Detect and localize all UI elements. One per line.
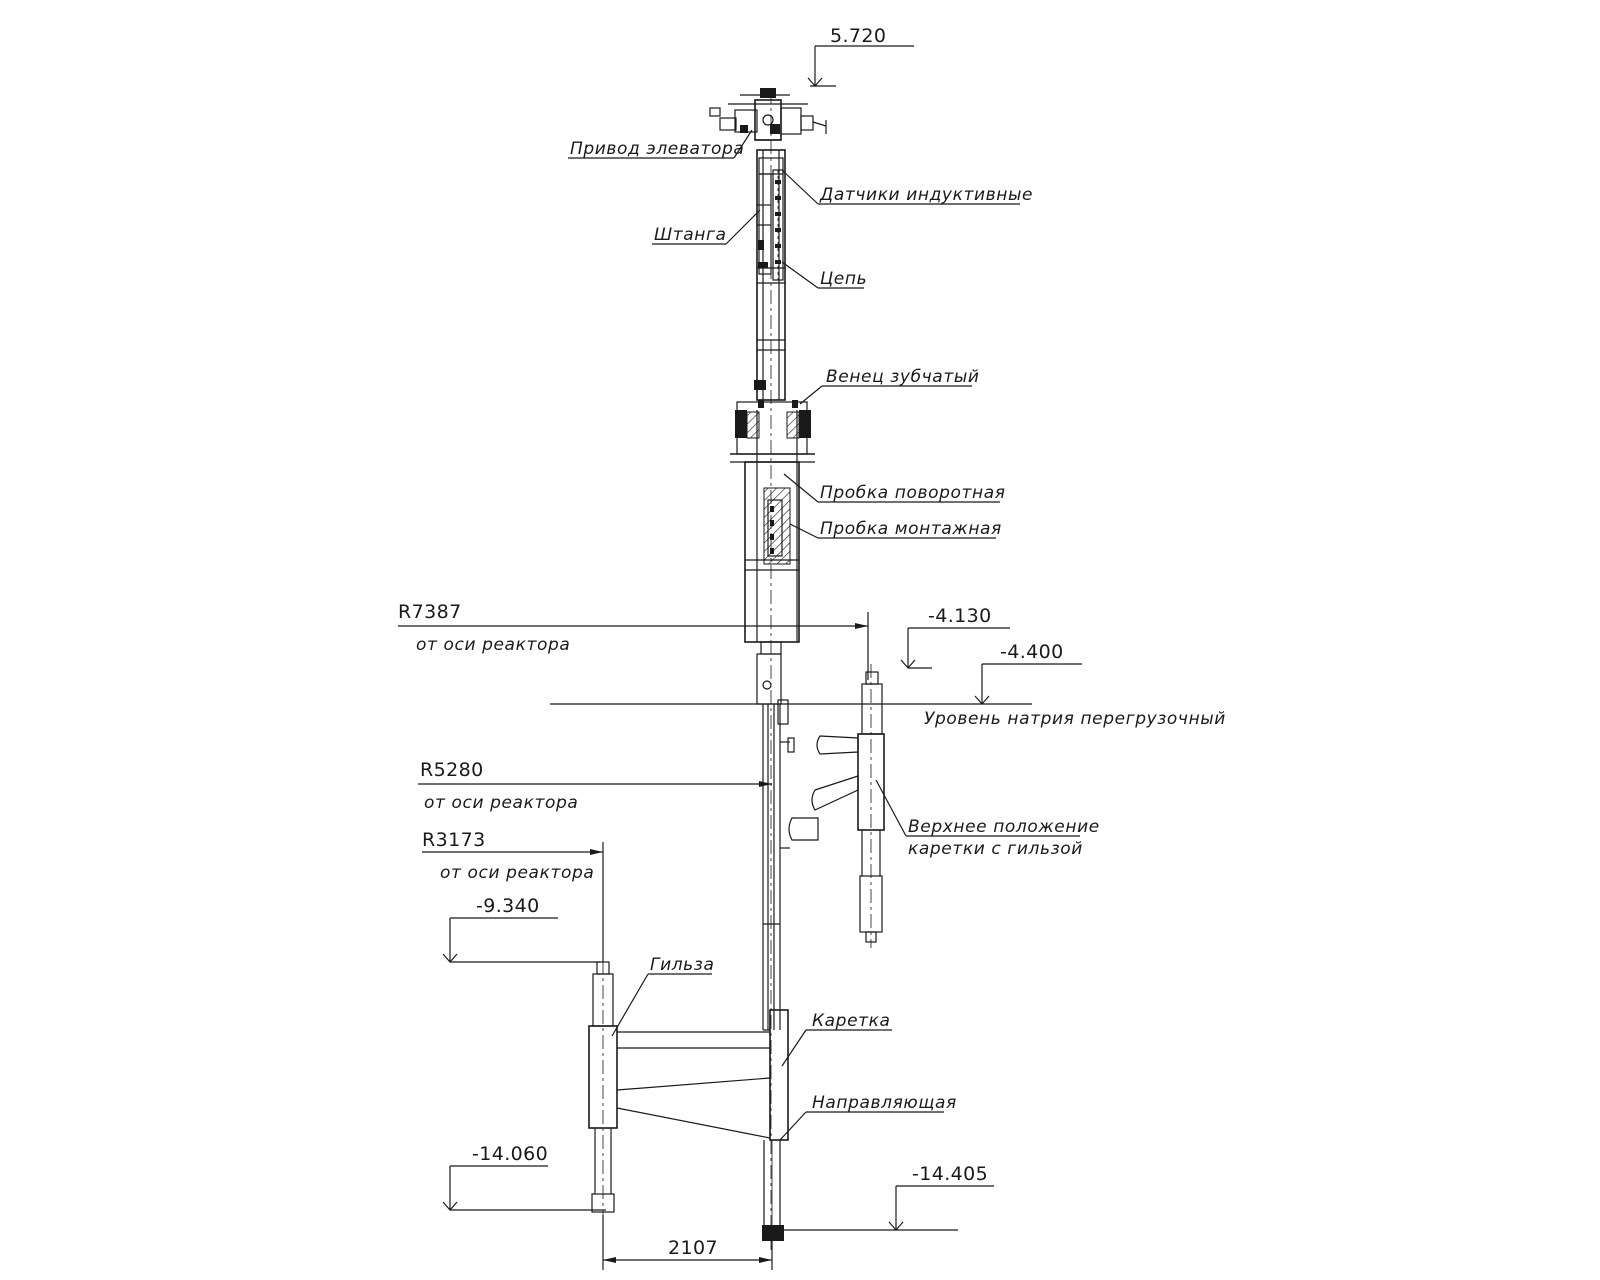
radius-r5280-value: R5280 xyxy=(420,759,484,781)
elevation-top-value: 5.720 xyxy=(830,25,886,47)
elevation-14060: -14.060 xyxy=(442,1143,606,1211)
width-dimension: 2107 xyxy=(602,1215,773,1270)
label-chain-text: Цепь xyxy=(820,269,867,289)
label-mounting-plug: Пробка монтажная xyxy=(789,519,1002,539)
sodium-level-line: Уровень натрия перегрузочный xyxy=(550,703,1226,729)
elevation-4400-value: -4.400 xyxy=(1000,641,1064,663)
width-dimension-value: 2107 xyxy=(668,1237,718,1259)
gear-rim xyxy=(730,400,815,463)
radius-r7387-value: R7387 xyxy=(398,601,462,623)
label-upper-position-line2: каретки с гильзой xyxy=(908,839,1083,859)
label-inductive-sensors-text: Датчики индуктивные xyxy=(819,185,1033,205)
elevation-14405: -14.405 xyxy=(784,1163,994,1231)
radius-r3173-value: R3173 xyxy=(422,829,486,851)
elevation-14060-value: -14.060 xyxy=(472,1143,548,1165)
radius-r5280-note: от оси реактора xyxy=(424,793,578,813)
label-elevator-drive-text: Привод элеватора xyxy=(570,139,744,159)
label-rod: Штанга xyxy=(652,209,761,245)
label-guide: Направляющая xyxy=(779,1093,957,1141)
elevation-4130-value: -4.130 xyxy=(928,605,992,627)
label-carriage-text: Каретка xyxy=(812,1011,891,1031)
elevation-4400: -4.400 xyxy=(974,641,1082,705)
label-gear-rim-text: Венец зубчатый xyxy=(826,367,980,387)
label-rod-text: Штанга xyxy=(654,225,727,245)
elevation-14405-value: -14.405 xyxy=(912,1163,988,1185)
label-carriage: Каретка xyxy=(781,1011,892,1067)
label-upper-position-line1: Верхнее положение xyxy=(908,817,1100,837)
sensor-chain-strip xyxy=(772,169,784,281)
radius-r5280: R5280 от оси реактора xyxy=(418,759,772,813)
rod-column xyxy=(754,90,786,1250)
elevation-9340: -9.340 xyxy=(442,895,600,963)
elevation-top: 5.720 xyxy=(807,25,914,87)
label-guide-text: Направляющая xyxy=(812,1093,957,1113)
radius-r3173: R3173 от оси реактора xyxy=(422,829,604,962)
elevator-drive-unit xyxy=(709,88,827,141)
elevation-9340-value: -9.340 xyxy=(476,895,540,917)
elevation-4130: -4.130 xyxy=(900,605,1010,669)
label-rotary-plug: Пробка поворотная xyxy=(783,473,1006,503)
radius-r3173-note: от оси реактора xyxy=(440,863,594,883)
label-rotary-plug-text: Пробка поворотная xyxy=(820,483,1006,503)
sodium-level-label: Уровень натрия перегрузочный xyxy=(924,709,1226,729)
label-sleeve-text: Гильза xyxy=(650,955,714,975)
label-inductive-sensors: Датчики индуктивные xyxy=(781,169,1033,205)
label-mounting-plug-text: Пробка монтажная xyxy=(820,519,1002,539)
label-chain: Цепь xyxy=(781,261,867,289)
lower-carriage-sleeve xyxy=(588,960,789,1215)
label-upper-position: Верхнее положение каретки с гильзой xyxy=(875,779,1100,859)
radius-r7387-note: от оси реактора xyxy=(416,635,570,655)
mounting-plug xyxy=(763,487,791,565)
carriage-upper-position xyxy=(788,664,885,948)
label-elevator-drive: Привод элеватора xyxy=(568,129,753,159)
label-sleeve: Гильза xyxy=(611,955,714,1037)
lower-guide-shaft xyxy=(756,641,795,1241)
radius-r7387: R7387 от оси реактора xyxy=(398,601,869,680)
label-gear-rim: Венец зубчатый xyxy=(799,367,980,405)
